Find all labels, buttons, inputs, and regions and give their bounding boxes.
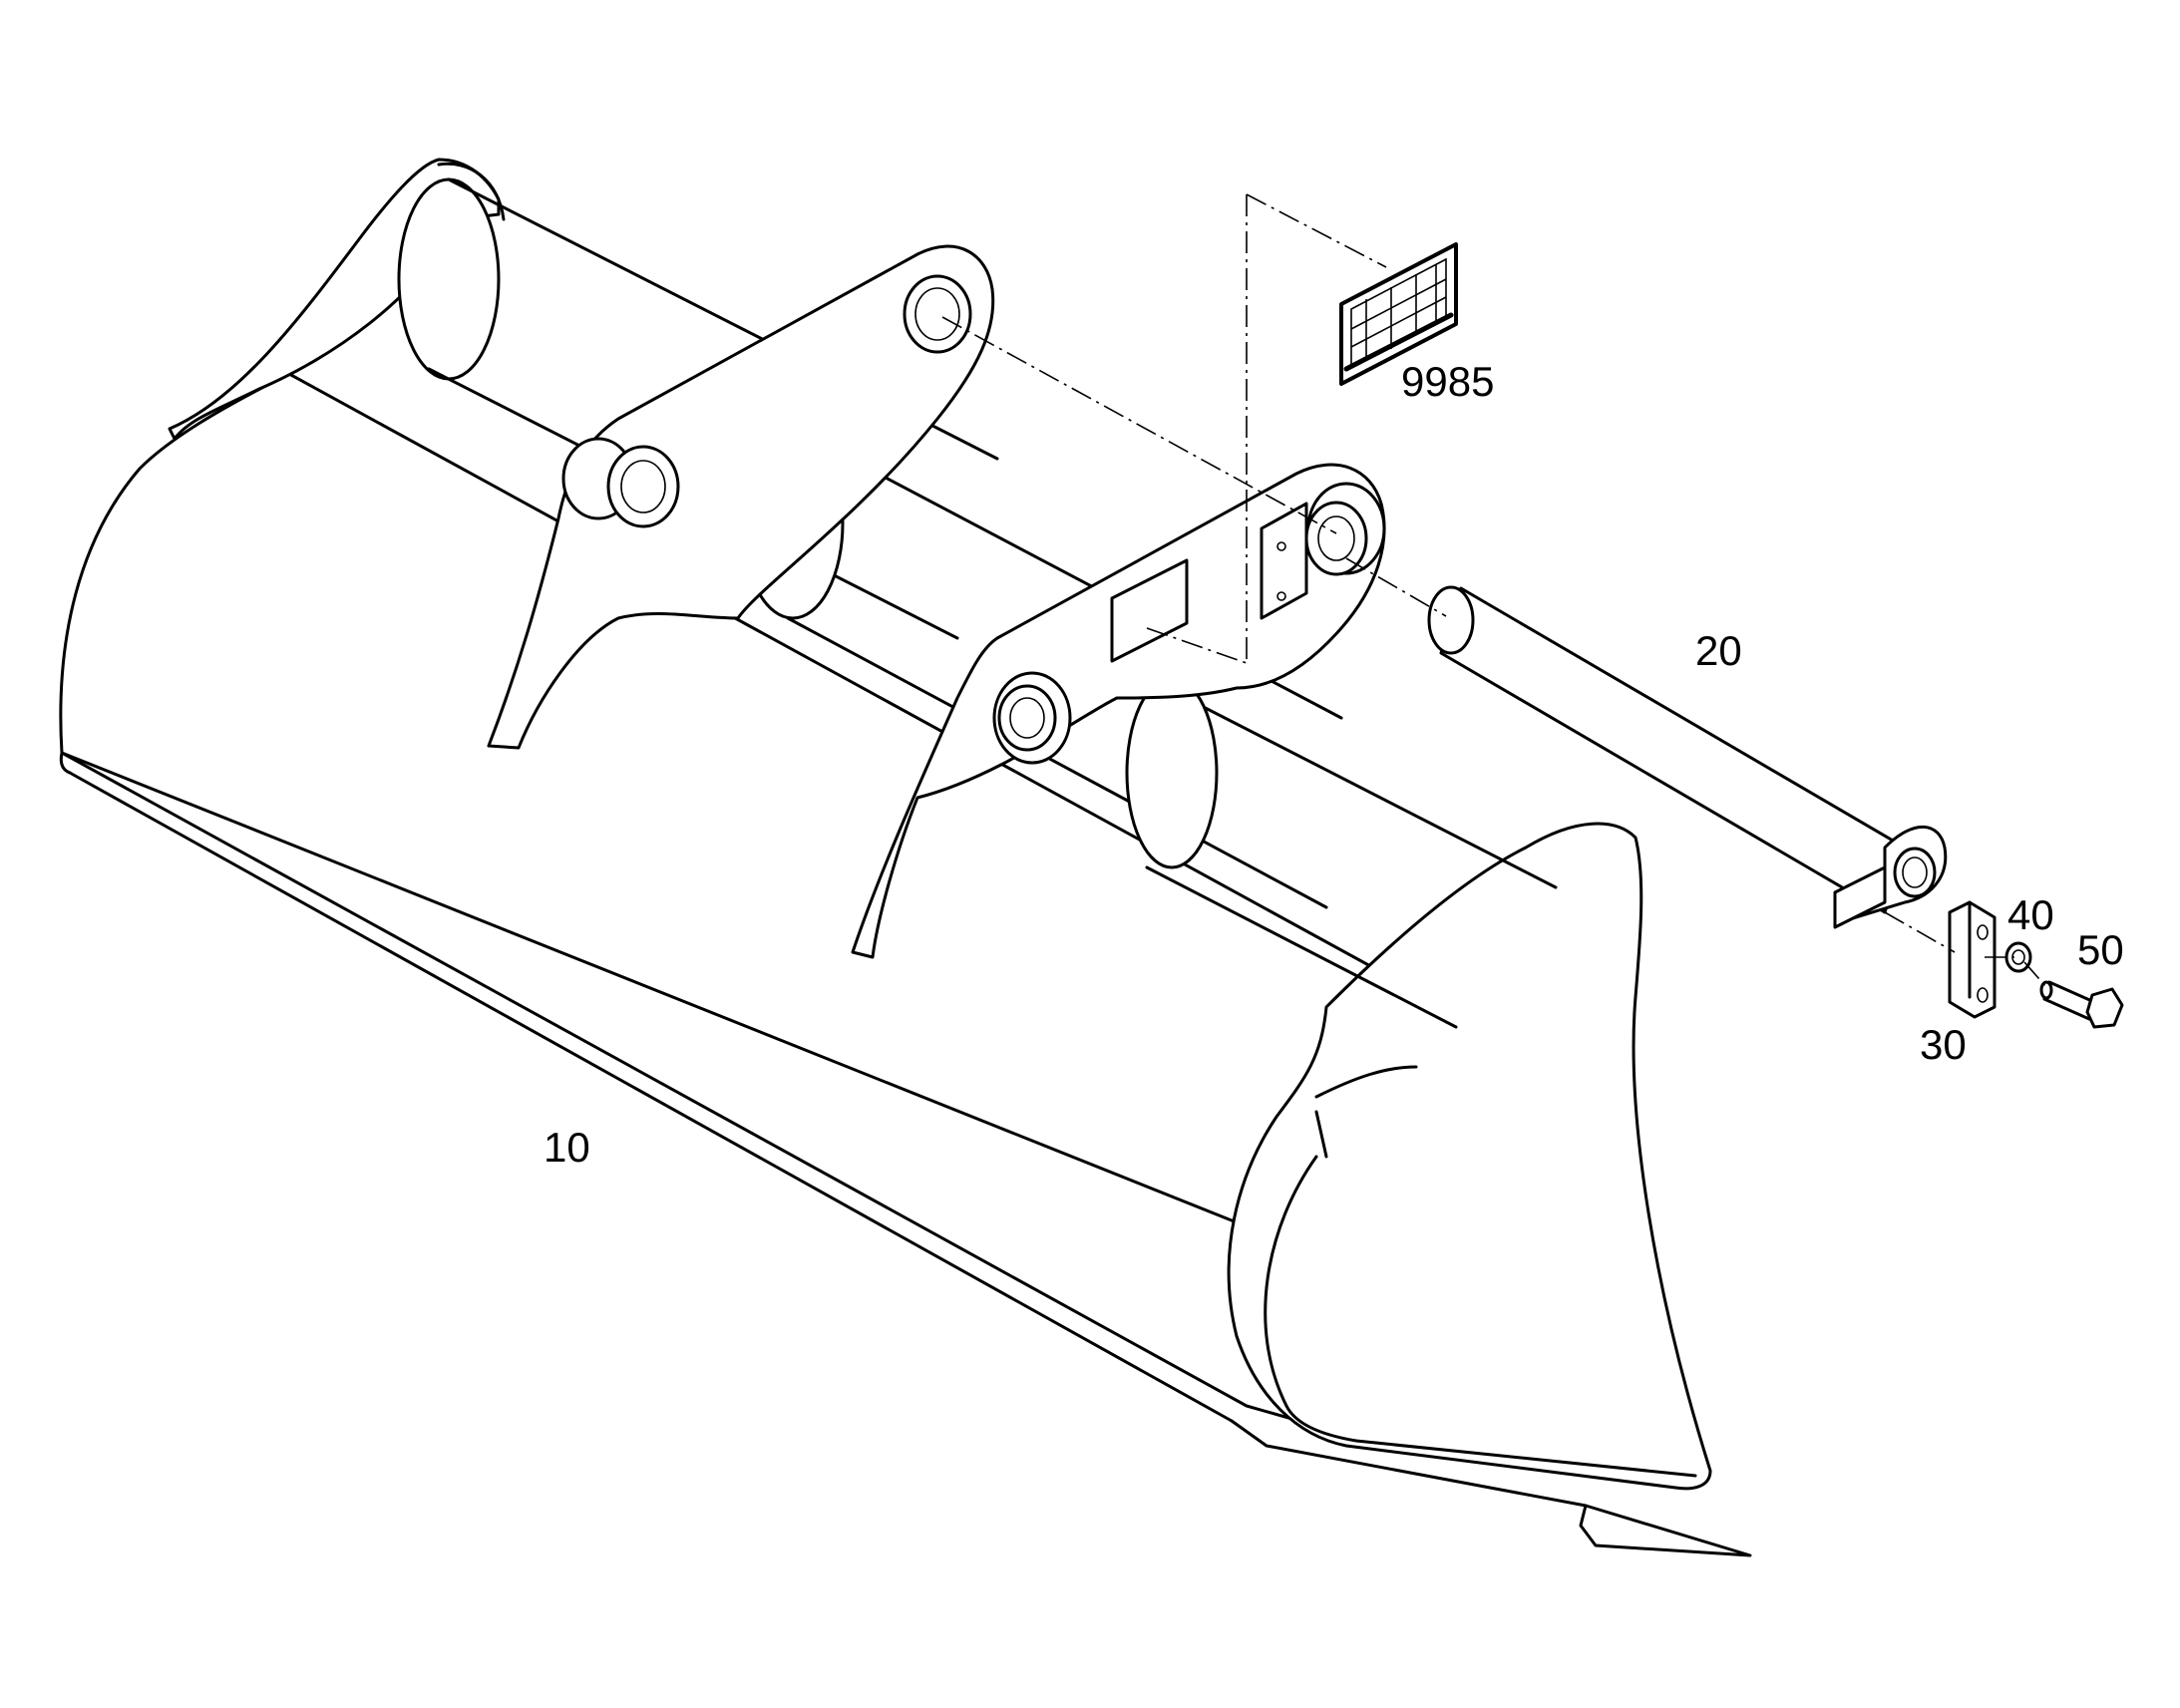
- bolt-part: [2039, 980, 2124, 1029]
- callout-pin: 20: [1695, 627, 1742, 674]
- washer-part: [2004, 941, 2032, 973]
- type-plate-part: [1339, 242, 1458, 386]
- lock-plate-part: [1948, 900, 1997, 1019]
- callout-bolt: 50: [2077, 926, 2124, 973]
- callout-labels: 10 20 30 40 50 9985: [544, 358, 2124, 1171]
- callout-washer: 40: [2007, 891, 2054, 938]
- callout-lock-plate: 30: [1920, 1021, 1967, 1068]
- left-mounting-ear: [487, 244, 995, 750]
- callout-bucket: 10: [544, 1124, 590, 1171]
- leader-lines: [941, 193, 2047, 988]
- callout-type-plate: 9985: [1401, 358, 1494, 405]
- front-mounting-ear: [851, 463, 1386, 959]
- pin-part: [1427, 585, 1948, 929]
